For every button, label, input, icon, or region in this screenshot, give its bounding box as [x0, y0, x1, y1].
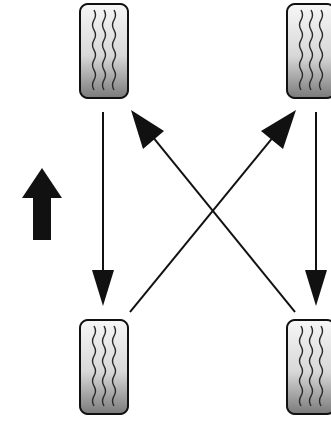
arrow-front-right-to-rear-right	[305, 112, 327, 306]
tire-front-right	[286, 3, 331, 99]
tire-front-left	[79, 3, 129, 99]
tire-rear-left	[79, 319, 129, 415]
arrow-front-left-to-rear-left	[92, 112, 114, 306]
arrow-rear-right-to-front-left	[131, 110, 296, 313]
arrow-rear-left-to-front-right	[129, 110, 296, 313]
tire-rear-right	[286, 319, 331, 415]
forward-arrow-icon	[22, 168, 62, 240]
